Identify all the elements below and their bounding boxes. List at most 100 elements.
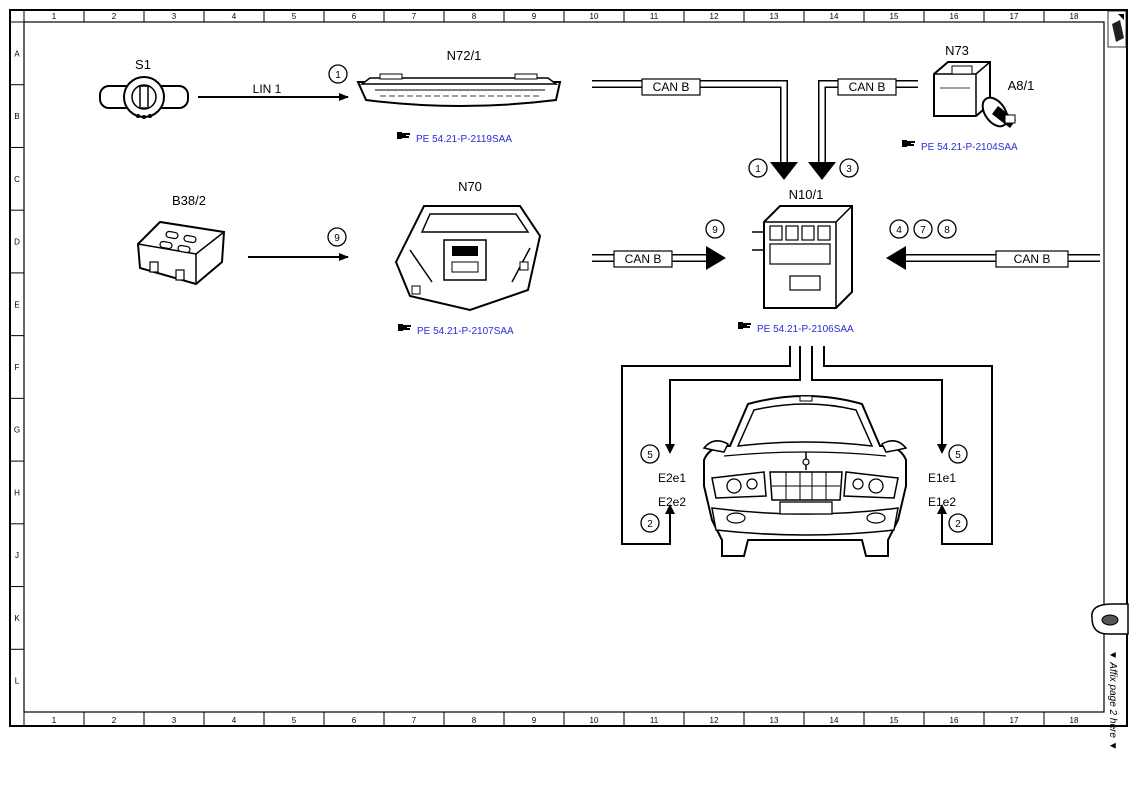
grid-row-label: B — [14, 112, 19, 121]
b38-2-rain-light-sensor[interactable] — [136, 220, 226, 286]
grid-column-label: 1 — [52, 12, 57, 21]
vehicle-front-view — [702, 395, 908, 557]
svg-text:4: 4 — [896, 225, 902, 236]
e1e1-label: E1e1 — [928, 471, 956, 485]
grid-row-label: A — [14, 49, 20, 58]
drawing-frame — [9, 9, 1128, 727]
grid-column-label: 15 — [890, 716, 899, 725]
signal-badge-e2e2: 2 — [640, 513, 660, 533]
can-b-n72-to-n10: CAN B — [592, 78, 798, 180]
n70-overhead-control-panel[interactable] — [394, 205, 542, 312]
grid-row-label: H — [14, 488, 20, 497]
grid-column-label: 3 — [172, 12, 177, 21]
can-b-n70-to-n10: CAN B — [592, 246, 726, 270]
signal-badge-e1e2: 2 — [948, 513, 968, 533]
svg-text:9: 9 — [712, 225, 718, 236]
grid-row-label: E — [14, 300, 19, 309]
signal-badge-e1e1: 5 — [948, 444, 968, 464]
can-b-right-to-n10: CAN B — [886, 246, 1100, 270]
grid-column-label: 14 — [830, 12, 839, 21]
grid-column-label: 18 — [1070, 12, 1079, 21]
grid-column-label: 16 — [950, 12, 959, 21]
grid-column-label: 11 — [650, 12, 659, 21]
grid-row-label: C — [14, 175, 20, 184]
a8-1-key[interactable] — [978, 93, 1016, 131]
signal-badges-right: 4 7 8 — [889, 219, 957, 239]
signal-badge-n70-n10: 9 — [705, 219, 725, 239]
grid-column-label: 5 — [292, 12, 297, 21]
n73-label: N73 — [945, 43, 969, 58]
grid-column-label: 15 — [890, 12, 899, 21]
b38-2-label: B38/2 — [172, 193, 206, 208]
grid-column-label: 8 — [472, 12, 477, 21]
grid-column-label: 7 — [412, 716, 417, 725]
s1-light-switch[interactable] — [99, 76, 189, 119]
grid-column-label: 1 — [52, 716, 57, 725]
signal-badge-e2e1: 5 — [640, 444, 660, 464]
grid-column-label: 12 — [710, 12, 719, 21]
grid-column-label: 9 — [532, 716, 537, 725]
grid-column-label: 2 — [112, 716, 117, 725]
svg-text:PE 54.21-P-2106SAA: PE 54.21-P-2106SAA — [757, 324, 854, 335]
signal-badge-n72-n10: 1 — [748, 158, 768, 178]
n73-ignition-switch[interactable] — [933, 61, 991, 117]
grid-column-label: 11 — [650, 716, 659, 725]
svg-text:2: 2 — [955, 519, 961, 530]
grid-column-label: 14 — [830, 716, 839, 725]
n70-label: N70 — [458, 179, 482, 194]
grid-column-label: 18 — [1070, 716, 1079, 725]
lin1-label: LIN 1 — [253, 82, 282, 96]
s1-label: S1 — [135, 57, 151, 72]
signal-badge-b38-n70: 9 — [327, 227, 347, 247]
e2e2-label: E2e2 — [658, 495, 686, 509]
svg-text:1: 1 — [755, 164, 761, 175]
grid-column-label: 13 — [770, 716, 779, 725]
ref-n72-1[interactable]: PE 54.21-P-2119SAA — [397, 132, 512, 145]
n10-1-sam-control-unit[interactable] — [752, 205, 853, 309]
grid-column-label: 9 — [532, 12, 537, 21]
grid-column-label: 10 — [590, 12, 599, 21]
svg-text:5: 5 — [647, 450, 653, 461]
svg-text:PE 54.21-P-2119SAA: PE 54.21-P-2119SAA — [416, 134, 512, 145]
grid-column-label: 3 — [172, 716, 177, 725]
svg-text:▼ Affix page 2 here ▼: ▼ Affix page 2 here ▼ — [1107, 650, 1118, 751]
reference-hand-icon — [398, 324, 411, 331]
grid-column-label: 17 — [1010, 12, 1019, 21]
grid-column-label: 6 — [352, 716, 357, 725]
grid-column-label: 8 — [472, 716, 477, 725]
signal-badge-s1-n72: 1 — [328, 64, 348, 84]
grid-column-label: 12 — [710, 716, 719, 725]
grid-column-label: 4 — [232, 716, 237, 725]
grid-column-label: 13 — [770, 12, 779, 21]
n72-1-control-panel[interactable] — [356, 73, 562, 107]
grid-column-label: 10 — [590, 716, 599, 725]
grid-column-label: 17 — [1010, 716, 1019, 725]
svg-text:8: 8 — [944, 225, 950, 236]
svg-text:PE 54.21-P-2104SAA: PE 54.21-P-2104SAA — [921, 142, 1018, 153]
can-b-n73-to-n10: CAN B — [808, 78, 918, 180]
grid-row-label: K — [14, 614, 20, 623]
svg-text:CAN B: CAN B — [1014, 252, 1051, 266]
svg-text:5: 5 — [955, 450, 961, 461]
grid-column-label: 6 — [352, 12, 357, 21]
grid-column-label: 4 — [232, 12, 237, 21]
grid-row-label: G — [14, 426, 20, 435]
grid-column-label: 2 — [112, 12, 117, 21]
ref-n10-1[interactable]: PE 54.21-P-2106SAA — [738, 322, 854, 335]
ref-n70[interactable]: PE 54.21-P-2107SAA — [398, 324, 514, 337]
grid-column-label: 16 — [950, 716, 959, 725]
svg-text:PE 54.21-P-2107SAA: PE 54.21-P-2107SAA — [417, 326, 514, 337]
grid-row-label: D — [14, 238, 20, 247]
grid-column-label: 7 — [412, 12, 417, 21]
e2e1-label: E2e1 — [658, 471, 686, 485]
reference-hand-icon — [738, 322, 751, 329]
svg-text:7: 7 — [920, 225, 926, 236]
binder-clip-icon — [1091, 603, 1129, 635]
svg-text:2: 2 — [647, 519, 653, 530]
ref-n73[interactable]: PE 54.21-P-2104SAA — [902, 140, 1018, 153]
affix-note: ▼ Affix page 2 here ▼ — [1104, 648, 1124, 788]
signal-badge-n73-n10: 3 — [839, 158, 859, 178]
